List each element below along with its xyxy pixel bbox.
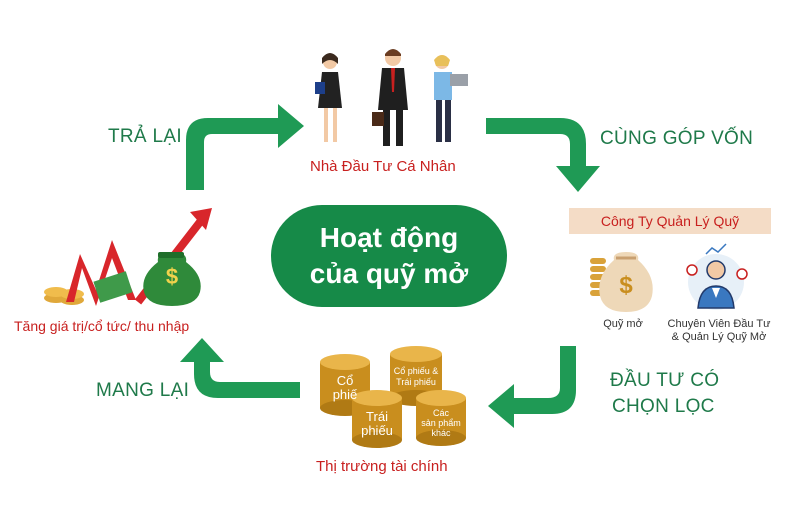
label-dau-tu-line2: CHỌN LỌC: [612, 396, 715, 417]
advisor-illustration: [686, 243, 748, 310]
advisor-label-line1: Chuyên Viên Đầu Tư: [667, 318, 771, 330]
arrow-bring-returns: [180, 338, 300, 398]
node-growth-label: Tăng giá trị/cổ tức/ thu nhập: [14, 318, 190, 334]
coin-stocks-label: Cổ phiế: [328, 374, 362, 402]
fund-bag-dollar-icon: $: [619, 272, 633, 299]
advisor-label: Chuyên Viên Đầu Tư & Quản Lý Quỹ Mở: [664, 318, 774, 344]
center-title-line1: Hoạt động: [319, 222, 459, 253]
label-tra-lai: TRẢ LẠI: [108, 126, 182, 147]
advisor-label-line2: & Quản Lý Quỹ Mở: [671, 331, 767, 343]
investors-illustration: [315, 49, 468, 146]
node-company-label: Công Ty Quản Lý Quỹ: [569, 208, 771, 234]
label-dau-tu-line1: ĐẦU TƯ CÓ: [610, 370, 720, 391]
coin-bonds-label: Trái phiếu: [356, 410, 398, 438]
coin-other-line2: sản phẩm: [421, 418, 461, 428]
label-mang-lai: MANG LẠI: [96, 380, 190, 401]
center-title-pill: Hoạt động của quỹ mở: [271, 205, 507, 307]
market-coins-illustration: [320, 346, 466, 448]
arrow-selective-investment: [488, 346, 576, 428]
coin-stocks-bonds-line1: Cổ phiếu &: [393, 366, 439, 376]
arrow-return-to-investors: [186, 104, 304, 190]
arrow-contribute-capital: [486, 118, 600, 192]
node-investors-label: Nhà Đầu Tư Cá Nhân: [310, 158, 456, 175]
coin-other-line1: Các: [432, 408, 449, 418]
coin-stocks-bonds-line2: Trái phiếu: [396, 377, 436, 387]
coin-bonds-line1: Trái: [366, 409, 388, 424]
coin-stocks-bonds-label: Cổ phiếu & Trái phiếu: [390, 366, 442, 388]
fund-bag-illustration: [590, 252, 653, 312]
node-market-label: Thị trường tài chính: [316, 458, 448, 475]
coin-bonds-line2: phiếu: [361, 423, 393, 438]
fund-label: Quỹ mở: [603, 318, 643, 330]
growth-illustration: [44, 208, 212, 306]
label-cung-gop-von: CÙNG GÓP VỐN: [600, 128, 754, 149]
coin-stocks-line1: Cổ: [336, 373, 354, 388]
coin-other-products-label: Các sản phẩm khác: [416, 408, 466, 438]
growth-bag-dollar-icon: $: [165, 264, 179, 289]
center-title-line2: của quỹ mở: [309, 258, 469, 289]
coin-other-line3: khác: [431, 428, 451, 438]
coin-stocks-line2: phiế: [332, 387, 358, 402]
